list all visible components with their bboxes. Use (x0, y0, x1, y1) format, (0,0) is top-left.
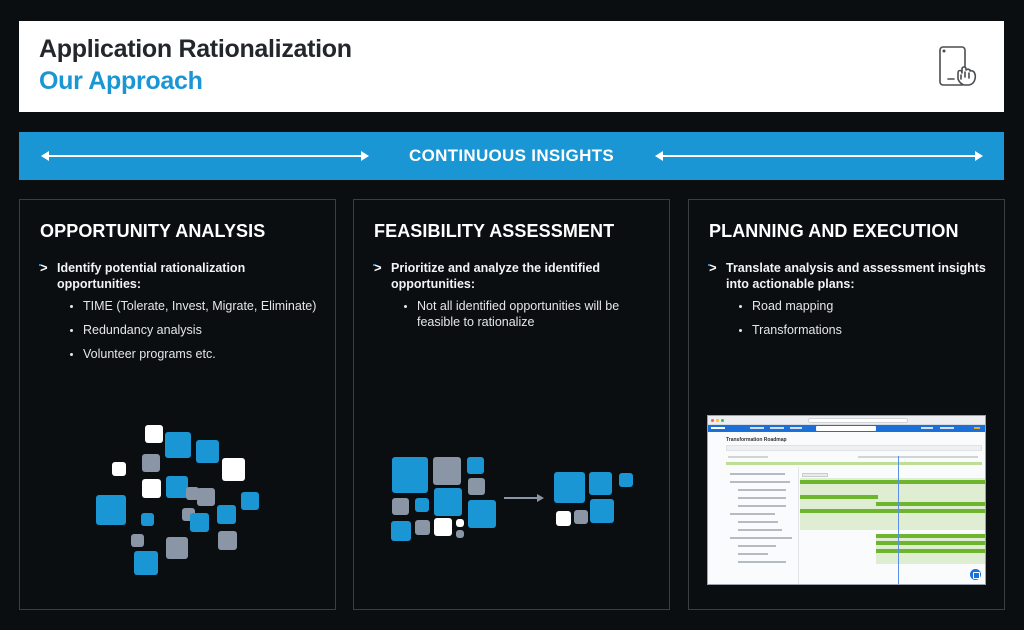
header-banner: Application Rationalization Our Approach (19, 21, 1004, 112)
tablet-touch-icon (939, 46, 977, 86)
card-opportunity-analysis: OPPORTUNITY ANALYSIS > Identify potentia… (19, 199, 336, 610)
lead-text: Prioritize and analyze the identified op… (391, 261, 601, 291)
chat-button (970, 569, 981, 580)
bullet-item: Road mapping (739, 298, 999, 314)
app-nav-bar (708, 425, 985, 432)
bullet-item: TIME (Tolerate, Invest, Migrate, Elimina… (70, 298, 330, 314)
card-lead: > Translate analysis and assessment insi… (708, 260, 999, 346)
lead-text: Identify potential rationalization oppor… (57, 261, 246, 291)
continuous-insights-label: CONTINUOUS INSIGHTS (409, 146, 614, 165)
double-arrow-icon (655, 151, 983, 161)
page-subtitle: Our Approach (39, 67, 203, 95)
today-marker (898, 456, 899, 584)
card-lead: > Identify potential rationalization opp… (39, 260, 330, 370)
chevron-right-icon: > (708, 260, 717, 275)
page-title: Application Rationalization (39, 35, 352, 63)
card-feasibility-assessment: FEASIBILITY ASSESSMENT > Prioritize and … (353, 199, 670, 610)
card-title: PLANNING AND EXECUTION (709, 221, 959, 241)
roadmap-screenshot: Transformation Roadmap (707, 415, 986, 585)
chevron-right-icon: > (39, 260, 48, 275)
card-planning-execution: PLANNING AND EXECUTION > Translate analy… (688, 199, 1005, 610)
bullet-item: Transformations (739, 322, 999, 338)
card-title: FEASIBILITY ASSESSMENT (374, 221, 615, 241)
card-title: OPPORTUNITY ANALYSIS (40, 221, 266, 241)
bullet-item: Not all identified opportunities will be… (404, 298, 664, 330)
bullet-item: Redundancy analysis (70, 322, 330, 338)
card-lead: > Prioritize and analyze the identified … (373, 260, 664, 338)
chevron-right-icon: > (373, 260, 382, 275)
double-arrow-icon (41, 151, 369, 161)
arrow-right-icon (504, 494, 544, 502)
roadmap-title: Transformation Roadmap (726, 437, 787, 443)
lead-text: Translate analysis and assessment insigh… (726, 261, 986, 291)
continuous-insights-bar: CONTINUOUS INSIGHTS (19, 132, 1004, 180)
bullet-list: Road mapping Transformations (739, 298, 999, 338)
bullet-item: Volunteer programs etc. (70, 346, 330, 362)
bullet-list: Not all identified opportunities will be… (404, 298, 664, 330)
bullet-list: TIME (Tolerate, Invest, Migrate, Elimina… (70, 298, 330, 362)
browser-chrome (708, 416, 985, 425)
